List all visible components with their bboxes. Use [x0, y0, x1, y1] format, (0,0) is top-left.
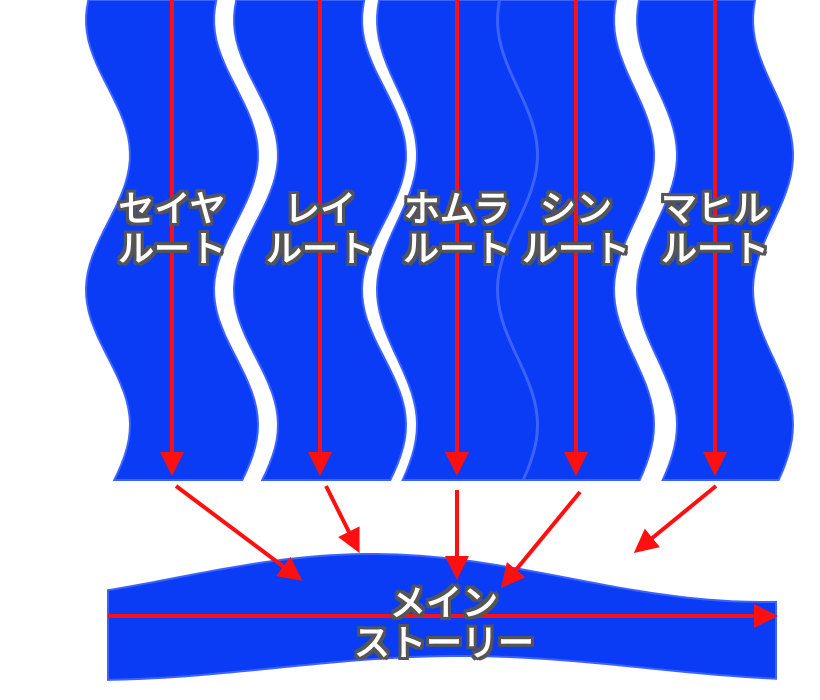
route-name: シン: [539, 189, 612, 230]
route-suffix: ルート: [117, 229, 226, 270]
route-name: セイヤ: [118, 189, 226, 230]
route-suffix: ルート: [660, 229, 769, 270]
route-name: ホムラ: [403, 189, 511, 230]
route-label-seiya: セイヤ ルート: [97, 190, 247, 270]
merge-arrow-shin: [500, 490, 582, 589]
route-suffix: ルート: [521, 229, 630, 270]
route-label-shin: シン ルート: [501, 190, 651, 270]
merge-arrow-rei: [324, 485, 360, 554]
main-story-line1: メイン: [389, 583, 498, 624]
route-suffix: ルート: [402, 229, 511, 270]
merge-arrow-seiya: [174, 484, 303, 581]
route-label-mahiru: マヒル ルート: [640, 190, 790, 270]
route-name: マヒル: [660, 189, 769, 230]
merge-arrow-mahiru: [633, 484, 718, 554]
route-name: レイ: [283, 189, 356, 230]
main-story-line2: ストーリー: [353, 623, 534, 664]
route-label-homura: ホムラ ルート: [382, 190, 532, 270]
route-suffix: ルート: [265, 229, 374, 270]
route-label-rei: レイ ルート: [245, 190, 395, 270]
main-story-label: メイン ストーリー: [324, 584, 564, 664]
